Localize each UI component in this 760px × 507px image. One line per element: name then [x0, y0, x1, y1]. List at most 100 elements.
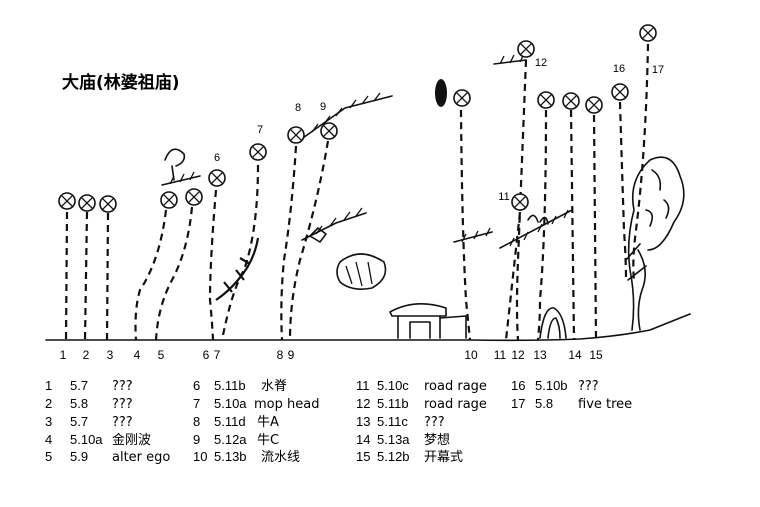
- legend-name: road rage: [424, 397, 487, 412]
- base-number-4: 4: [134, 348, 141, 362]
- top-number-6: 6: [214, 152, 220, 164]
- route-line-13: [536, 109, 548, 341]
- route-line-5: [154, 206, 194, 341]
- legend-number: 12: [356, 396, 370, 411]
- route-line-1: [64, 211, 69, 341]
- legend-grade: 5.8: [70, 396, 88, 411]
- legend-name: road rage: [424, 379, 487, 394]
- base-number-3: 3: [107, 348, 114, 362]
- rock-features: [161, 53, 685, 339]
- legend-number: 9: [193, 432, 200, 447]
- legend-name: mop head: [254, 397, 319, 412]
- legend-row: 16 5.10b???: [511, 378, 599, 394]
- legend-name: 牛A: [257, 415, 279, 430]
- base-number-13: 13: [533, 348, 547, 362]
- top-number-7: 7: [257, 124, 263, 136]
- legend-name: ???: [112, 397, 133, 412]
- legend-name: ???: [112, 415, 133, 430]
- base-number-11: 11: [494, 348, 507, 362]
- anchor-icon: [611, 83, 629, 101]
- legend-grade: 5.10b: [535, 378, 568, 393]
- legend-row: 10 5.13b 流水线: [193, 449, 300, 465]
- legend-number: 2: [45, 396, 52, 411]
- legend-name: 梦想: [424, 432, 450, 448]
- top-number-12: 12: [535, 57, 547, 69]
- anchor-icon: [517, 40, 535, 58]
- legend-name: 流水线: [261, 450, 300, 465]
- legend-number: 13: [356, 414, 370, 429]
- base-number-12: 12: [511, 348, 525, 362]
- top-number-17: 17: [652, 64, 664, 76]
- legend-name: ???: [424, 415, 445, 430]
- base-number-7: 7: [214, 348, 221, 362]
- legend-row: 17 5.8 five tree: [511, 396, 632, 412]
- legend-number: 5: [45, 449, 52, 464]
- anchor-icon: [639, 24, 657, 42]
- base-route-numbers: 1 2 3 4 5 6 7 8 9 10 11 12 13 14 15: [60, 348, 603, 362]
- legend-name: 水脊: [261, 379, 287, 394]
- legend-number: 7: [193, 396, 200, 411]
- legend-name: alter ego: [112, 450, 170, 465]
- legend-number: 10: [193, 449, 207, 464]
- base-number-8: 8: [277, 348, 284, 362]
- legend-row: 5 5.9 alter ego: [45, 449, 170, 465]
- legend-number: 14: [356, 432, 370, 447]
- anchor-icon: [511, 193, 529, 211]
- top-number-8: 8: [295, 102, 301, 114]
- anchor-icon: [185, 188, 203, 206]
- legend-number: 16: [511, 378, 525, 393]
- legend-name: 金刚波: [112, 432, 151, 448]
- legend-grade: 5.8: [535, 396, 553, 411]
- legend-grade: 5.13b: [214, 449, 247, 464]
- legend-number: 17: [511, 396, 525, 411]
- legend-number: 3: [45, 414, 52, 429]
- base-number-2: 2: [83, 348, 90, 362]
- route-line-17: [632, 43, 650, 281]
- base-number-1: 1: [60, 348, 67, 362]
- legend-number: 8: [193, 414, 200, 429]
- legend-grade: 5.11d: [214, 414, 246, 429]
- top-route-numbers: 6 7 8 9 11 12 16 17: [214, 57, 664, 203]
- top-number-11: 11: [498, 191, 509, 203]
- anchor-icon: [537, 91, 555, 109]
- route-line-6: [208, 189, 218, 341]
- base-number-6: 6: [203, 348, 210, 362]
- route-line-16: [618, 101, 628, 281]
- legend-grade: 5.7: [70, 414, 88, 429]
- route-line-11: [504, 211, 522, 341]
- legend-grade: 5.9: [70, 449, 88, 464]
- legend-grade: 5.12b: [377, 449, 410, 464]
- anchor-icon: [99, 195, 117, 213]
- anchor-icon: [562, 92, 580, 110]
- legend-name: five tree: [578, 397, 632, 412]
- legend-number: 4: [45, 432, 52, 447]
- legend-row: 2 5.8???: [45, 396, 133, 412]
- legend-number: 1: [45, 378, 52, 393]
- top-number-9: 9: [320, 101, 326, 113]
- legend-name: ???: [112, 379, 133, 394]
- route-line-7: [220, 164, 260, 341]
- route-line-12: [515, 59, 528, 341]
- legend-name: ???: [578, 379, 599, 394]
- base-number-15: 15: [589, 348, 603, 362]
- anchor-icon: [58, 192, 76, 210]
- legend-number: 11: [356, 378, 370, 393]
- ground-line: [45, 313, 691, 342]
- base-number-5: 5: [158, 348, 165, 362]
- legend-grade: 5.11b: [214, 378, 246, 393]
- legend-number: 6: [193, 378, 200, 393]
- crag-title: 大庙(林婆祖庙): [62, 72, 180, 93]
- anchor-icon: [249, 143, 267, 161]
- base-number-9: 9: [288, 348, 295, 362]
- anchors: [58, 24, 657, 213]
- top-number-16: 16: [613, 63, 625, 75]
